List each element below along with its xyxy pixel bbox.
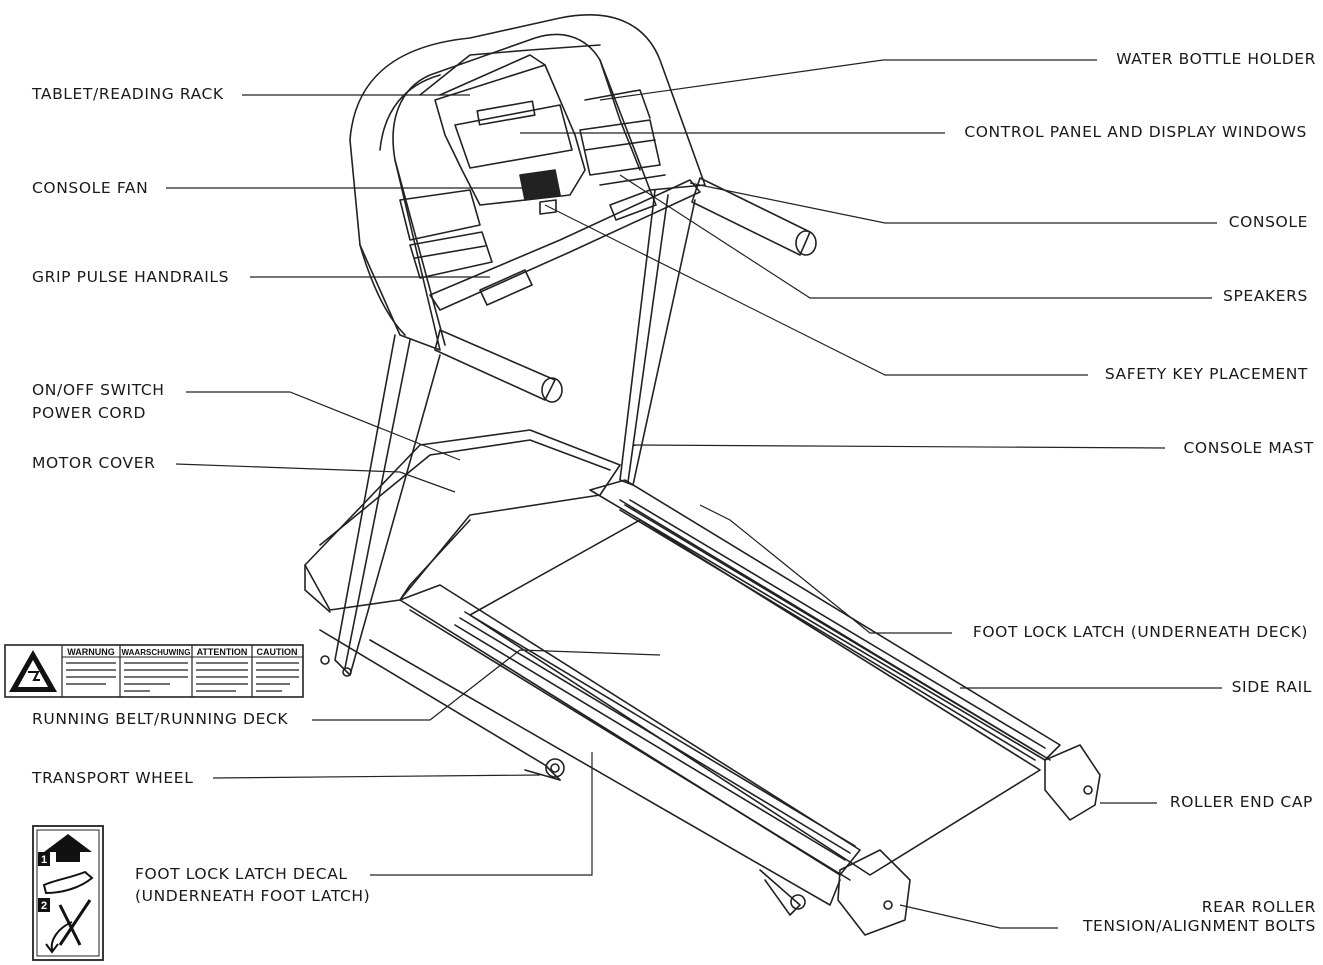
console-masts bbox=[320, 189, 696, 677]
label-motor-cover: MOTOR COVER bbox=[32, 454, 156, 472]
label-console-fan: CONSOLE FAN bbox=[32, 179, 149, 197]
label-on-off-switch: ON/OFF SWITCH bbox=[32, 381, 165, 399]
label-power-cord: POWER CORD bbox=[32, 404, 147, 422]
warning-header-3: CAUTION bbox=[257, 647, 298, 657]
foot-lock-decal: 1 2 bbox=[32, 825, 104, 961]
warning-header-2: ATTENTION bbox=[197, 647, 248, 657]
label-running-belt: RUNNING BELT/RUNNING DECK bbox=[32, 710, 289, 728]
label-console-mast: CONSOLE MAST bbox=[1183, 439, 1314, 457]
warning-decal: WARNUNG WAARSCHUWING ATTENTION CAUTION bbox=[4, 644, 304, 698]
console-hood bbox=[349, 14, 706, 351]
label-transport-wheel: TRANSPORT WHEEL bbox=[32, 769, 194, 787]
leader-lines bbox=[166, 59, 1222, 929]
label-side-rail: SIDE RAIL bbox=[1231, 678, 1312, 696]
label-water-bottle-holder: WATER BOTTLE HOLDER bbox=[1116, 50, 1316, 68]
label-tablet-rack: TABLET/READING RACK bbox=[32, 85, 224, 103]
curved-arrow-icon bbox=[45, 921, 73, 954]
label-safety-key: SAFETY KEY PLACEMENT bbox=[1104, 365, 1308, 383]
handrails bbox=[429, 177, 817, 403]
label-foot-lock-latch: FOOT LOCK LATCH (UNDERNEATH DECK) bbox=[972, 623, 1308, 641]
label-speakers: SPEAKERS bbox=[1223, 287, 1308, 305]
up-arrow-icon bbox=[44, 834, 92, 862]
label-roller-end-cap: ROLLER END CAP bbox=[1169, 793, 1313, 811]
display-window-icon bbox=[476, 100, 536, 126]
foot-icon bbox=[42, 870, 94, 895]
label-foot-lock-decal-line2: (UNDERNEATH FOOT LATCH) bbox=[135, 887, 371, 905]
label-rear-roller-line2: TENSION/ALIGNMENT BOLTS bbox=[1082, 917, 1316, 935]
label-control-panel: CONTROL PANEL AND DISPLAY WINDOWS bbox=[964, 123, 1307, 141]
label-rear-roller-line1: REAR ROLLER bbox=[1201, 898, 1316, 916]
warning-header-1: WAARSCHUWING bbox=[122, 648, 191, 657]
warning-header-0: WARNUNG bbox=[67, 647, 115, 657]
label-console: CONSOLE bbox=[1228, 213, 1308, 231]
deck-frame bbox=[319, 479, 1101, 936]
label-grip-pulse-handrails: GRIP PULSE HANDRAILS bbox=[32, 268, 230, 286]
label-foot-lock-decal-line1: FOOT LOCK LATCH DECAL bbox=[135, 865, 348, 883]
foot-step-2: 2 bbox=[41, 900, 47, 912]
foot-step-1: 1 bbox=[41, 854, 47, 866]
motor-cover-shape bbox=[304, 429, 621, 613]
